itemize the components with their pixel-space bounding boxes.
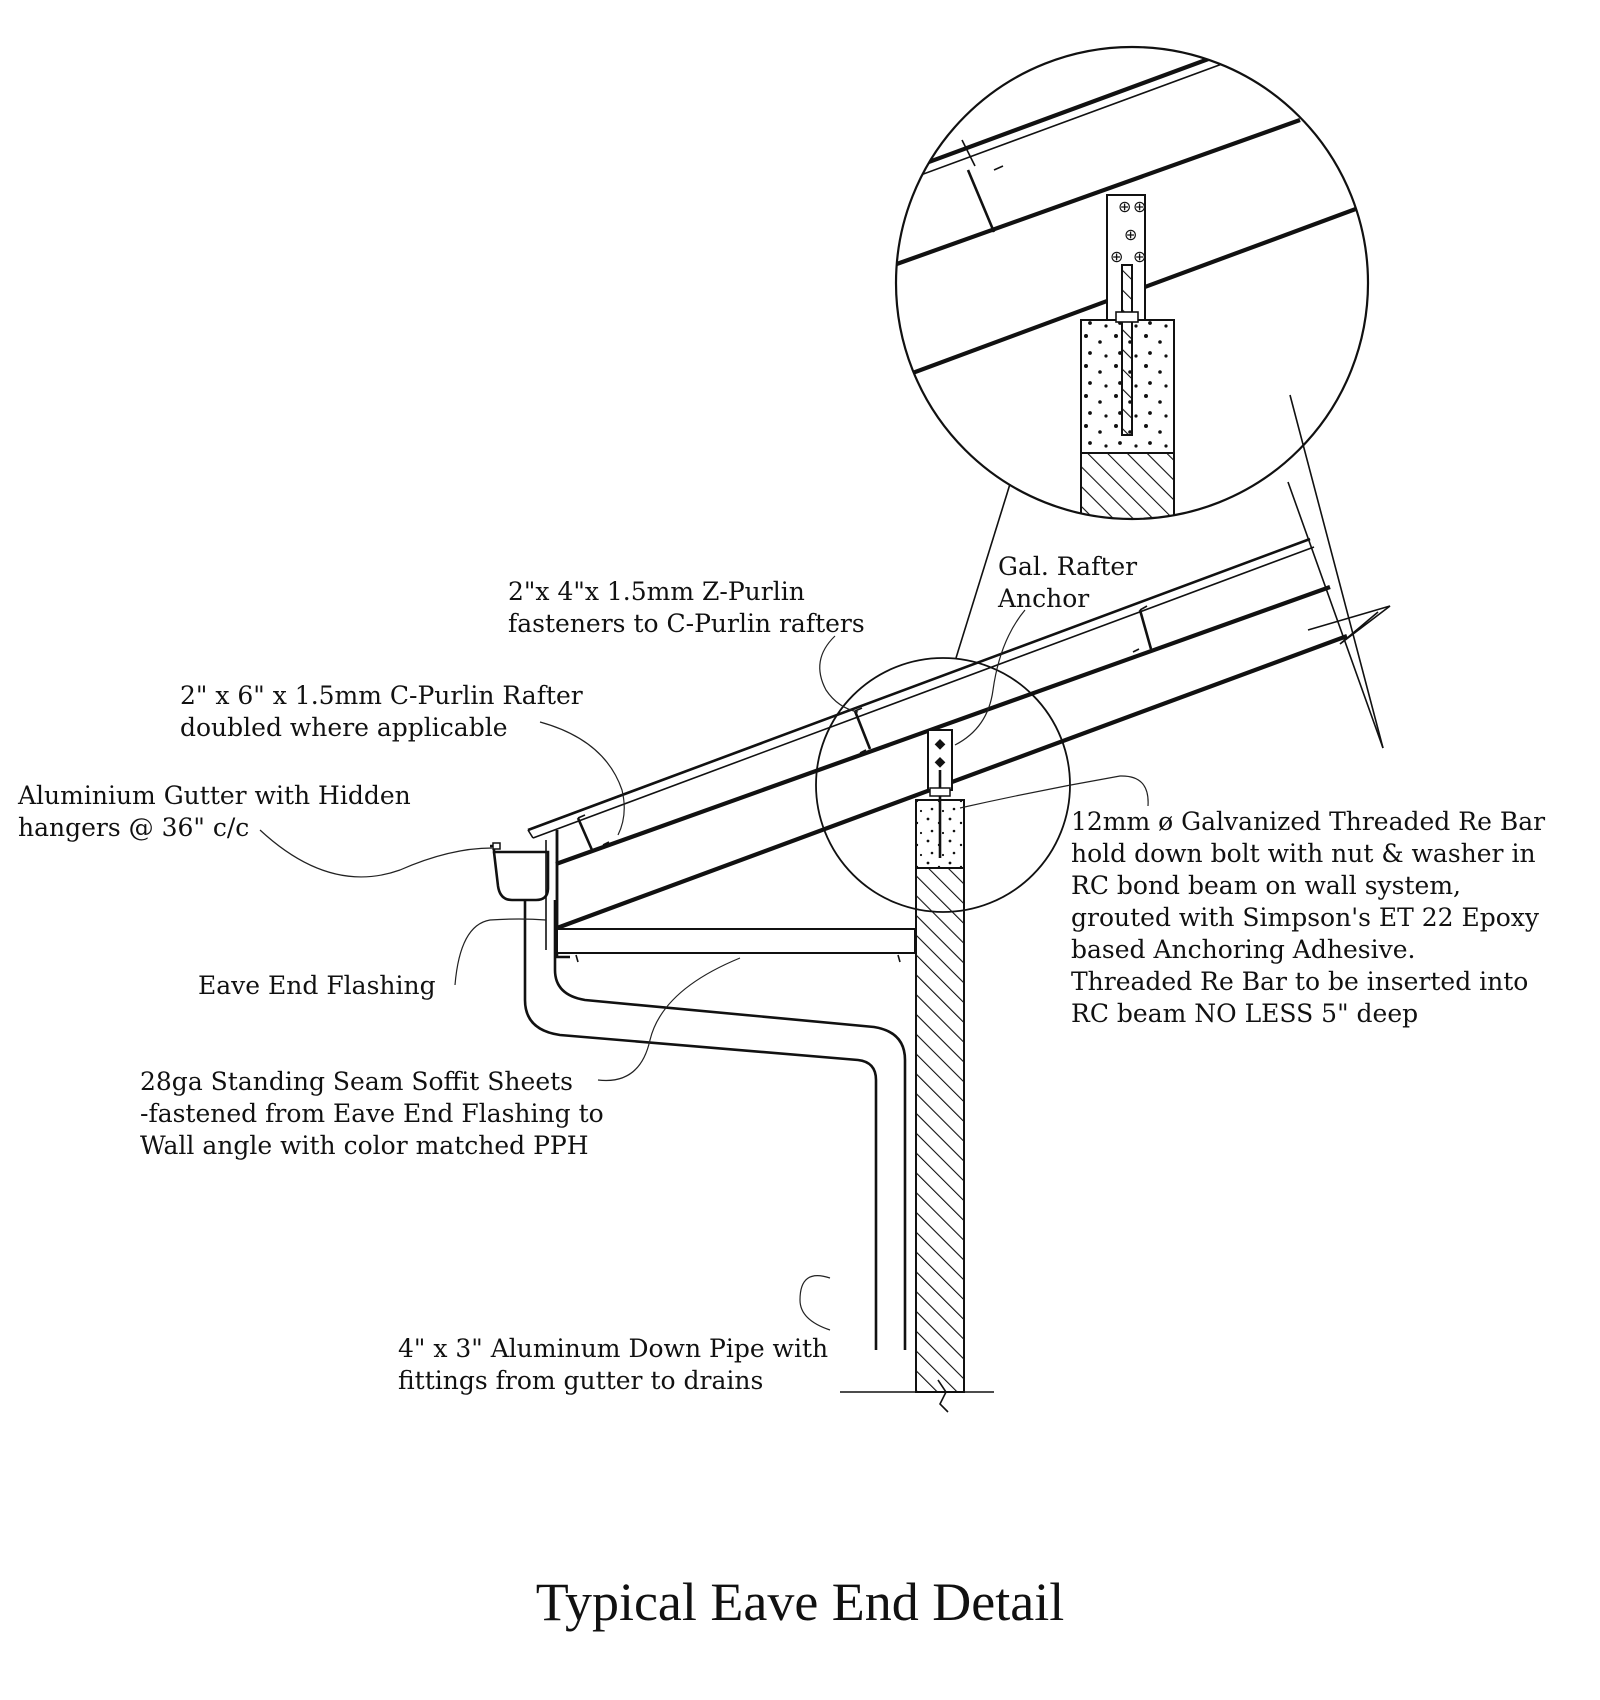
callout-connector-right bbox=[1289, 394, 1384, 749]
rafter-anchor: ◆ ◆ bbox=[927, 729, 953, 858]
label-flashing: Eave End Flashing bbox=[198, 971, 436, 1000]
leader-rebar bbox=[959, 775, 1149, 809]
magnified-detail: ⊕ ⊕ ⊕ ⊕ ⊕ bbox=[896, 47, 1368, 519]
svg-text:⊕: ⊕ bbox=[1110, 247, 1123, 266]
svg-text:hold down bolt with nut & wash: hold down bolt with nut & washer in bbox=[1071, 839, 1536, 868]
svg-text:4" x 3" Aluminum Down Pipe wi: 4" x 3" Aluminum Down Pipe with bbox=[398, 1334, 828, 1363]
soffit-sheets bbox=[556, 928, 916, 963]
break-line bbox=[1287, 481, 1391, 749]
svg-text:◆: ◆ bbox=[935, 736, 946, 752]
svg-text:fittings from gutter to drains: fittings from gutter to drains bbox=[398, 1366, 763, 1395]
svg-text:Anchor: Anchor bbox=[997, 584, 1089, 613]
svg-text:Gal. Rafter: Gal. Rafter bbox=[998, 552, 1137, 581]
svg-text:⊕: ⊕ bbox=[1124, 225, 1137, 244]
label-down-pipe: 4" x 3" Aluminum Down Pipe with fittings… bbox=[398, 1334, 828, 1395]
svg-text:Wall angle with color matched: Wall angle with color matched PPH bbox=[140, 1131, 589, 1160]
svg-text:-fastened from Eave End Flashi: -fastened from Eave End Flashing to bbox=[140, 1099, 604, 1128]
wall bbox=[840, 799, 994, 1413]
svg-text:12mm ø Galvanized Threaded Re: 12mm ø Galvanized Threaded Re Bar bbox=[1071, 807, 1545, 836]
svg-text:Threaded Re Bar to be inserted: Threaded Re Bar to be inserted into bbox=[1071, 967, 1528, 996]
leader-flashing bbox=[454, 918, 547, 986]
svg-text:RC beam NO LESS 5" deep: RC beam NO LESS 5" deep bbox=[1071, 999, 1418, 1028]
label-soffit: 28ga Standing Seam Soffit Sheets -fasten… bbox=[140, 1067, 604, 1160]
svg-text:⊕: ⊕ bbox=[1133, 197, 1146, 216]
z-purlin-sections bbox=[576, 605, 1153, 851]
leader-anchor bbox=[954, 609, 1026, 746]
svg-text:doubled where applicable: doubled where applicable bbox=[180, 713, 508, 742]
leader-z-purlin bbox=[819, 635, 859, 713]
svg-text:2"x 4"x 1.5mm Z-Purlin: 2"x 4"x 1.5mm Z-Purlin bbox=[508, 577, 805, 606]
leader-soffit bbox=[597, 957, 741, 1082]
leader-c-purlin bbox=[539, 721, 625, 836]
label-rebar: 12mm ø Galvanized Threaded Re Bar hold d… bbox=[1071, 807, 1545, 1028]
drawing-title: Typical Eave End Detail bbox=[536, 1572, 1065, 1632]
down-pipe bbox=[523, 900, 907, 1350]
svg-text:⊕: ⊕ bbox=[1133, 247, 1146, 266]
svg-text:2" x 6" x 1.5mm C-Purlin Rafte: 2" x 6" x 1.5mm C-Purlin Rafter bbox=[180, 681, 583, 710]
svg-text:RC bond beam on wall system,: RC bond beam on wall system, bbox=[1071, 871, 1461, 900]
label-gutter: Aluminium Gutter with Hidden hangers @ 3… bbox=[17, 781, 411, 842]
svg-text:hangers @ 36" c/c: hangers @ 36" c/c bbox=[18, 813, 249, 842]
svg-text:based Anchoring Adhesive.: based Anchoring Adhesive. bbox=[1071, 935, 1415, 964]
leader-down-pipe bbox=[799, 1275, 831, 1331]
label-c-purlin: 2" x 6" x 1.5mm C-Purlin Rafter doubled … bbox=[180, 681, 583, 742]
svg-text:Aluminium Gutter with Hidden: Aluminium Gutter with Hidden bbox=[17, 781, 411, 810]
leader-gutter bbox=[259, 829, 493, 878]
svg-text:◆: ◆ bbox=[935, 754, 946, 770]
svg-text:grouted with Simpson's ET 22 E: grouted with Simpson's ET 22 Epoxy bbox=[1071, 903, 1540, 932]
label-anchor: Gal. Rafter Anchor bbox=[997, 552, 1137, 613]
svg-text:fasteners to C-Purlin rafters: fasteners to C-Purlin rafters bbox=[508, 609, 865, 638]
roof-sheet bbox=[527, 537, 1315, 839]
label-z-purlin: 2"x 4"x 1.5mm Z-Purlin fasteners to C-Pu… bbox=[508, 577, 865, 638]
svg-text:Eave End Flashing: Eave End Flashing bbox=[198, 971, 436, 1000]
svg-text:⊕: ⊕ bbox=[1118, 197, 1131, 216]
gutter bbox=[490, 842, 550, 902]
svg-text:28ga Standing Seam Soffit Shee: 28ga Standing Seam Soffit Sheets bbox=[140, 1067, 573, 1096]
callout-connector-left bbox=[955, 483, 1011, 659]
